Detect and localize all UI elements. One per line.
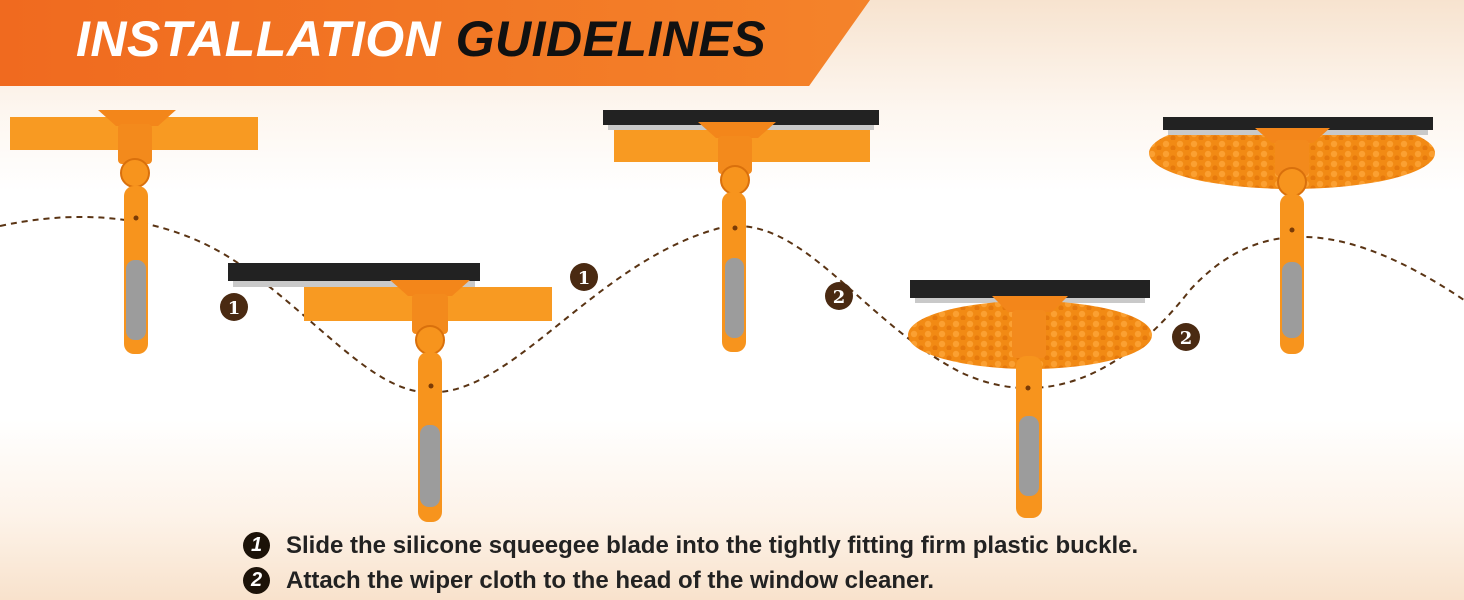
squeegee-with-blade-detached (228, 263, 552, 522)
title-part-guidelines: GUIDELINES (455, 11, 767, 67)
step-marker-1a: 1 (220, 293, 248, 321)
instruction-step: 1 Slide the silicone squeegee blade into… (243, 528, 1138, 563)
step-number-badge: 2 (243, 567, 270, 594)
svg-text:1: 1 (228, 298, 241, 319)
step-marker-2b: 2 (1172, 323, 1200, 351)
step-marker-2a: 2 (825, 282, 853, 310)
page-title: INSTALLATION GUIDELINES (76, 14, 766, 64)
step-text: Slide the silicone squeegee blade into t… (286, 531, 1139, 559)
svg-text:1: 1 (578, 268, 591, 289)
step-text: Attach the wiper cloth to the head of th… (286, 566, 935, 594)
squeegee-with-blade-installed (603, 110, 879, 352)
title-part-installation: INSTALLATION (76, 11, 442, 67)
squeegee-with-cloth-installed (1149, 117, 1435, 354)
squeegee-head-only (10, 110, 258, 354)
instruction-step: 2 Attach the wiper cloth to the head of … (243, 563, 1138, 598)
squeegee-with-cloth-detached (908, 280, 1152, 518)
svg-text:2: 2 (833, 287, 846, 308)
svg-text:2: 2 (1180, 328, 1193, 349)
step-number-badge: 1 (243, 532, 270, 559)
instruction-list: 1 Slide the silicone squeegee blade into… (243, 528, 1138, 598)
title-banner (0, 0, 870, 86)
step-marker-1b: 1 (570, 263, 598, 291)
